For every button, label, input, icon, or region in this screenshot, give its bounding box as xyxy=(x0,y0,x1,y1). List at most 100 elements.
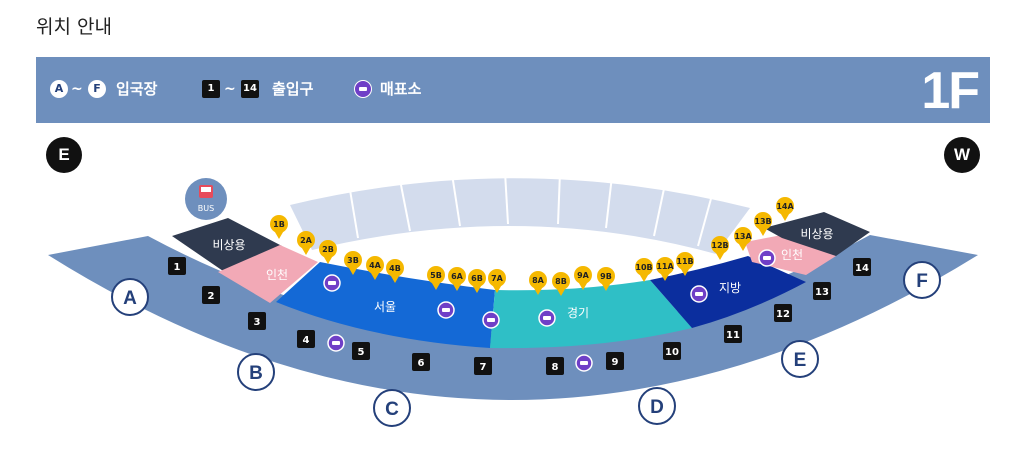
pin-label-11B: 11B xyxy=(676,257,693,266)
zone-label-emergency-left: 비상용 xyxy=(212,238,245,252)
exit-8: 8 xyxy=(546,357,564,375)
ticket-icon xyxy=(538,309,556,327)
zone-label-gyeonggi: 경기 xyxy=(567,306,589,320)
exit-label-3: 3 xyxy=(254,317,261,328)
pin-label-2A: 2A xyxy=(300,236,313,245)
pin-5B: 5B xyxy=(427,266,445,290)
legend-gate-to: F xyxy=(88,80,106,98)
pin-4B: 4B xyxy=(386,259,404,283)
pin-11B: 11B xyxy=(676,252,694,276)
gates: A B C D E F xyxy=(111,261,941,427)
exit-9: 9 xyxy=(606,352,624,370)
exit-label-8: 8 xyxy=(552,362,559,373)
direction-badge-east: W xyxy=(944,137,980,173)
exit-10: 10 xyxy=(663,342,681,360)
exit-label-1: 1 xyxy=(174,262,181,273)
pin-2B: 2B xyxy=(319,240,337,264)
pin-label-13A: 13A xyxy=(734,232,752,241)
exit-1: 1 xyxy=(168,257,186,275)
gate-A: A xyxy=(111,278,149,316)
pin-13B: 13B xyxy=(754,212,772,236)
pin-label-14A: 14A xyxy=(776,202,794,211)
pin-2A: 2A xyxy=(297,231,315,255)
ticket-icon xyxy=(327,334,345,352)
pin-label-13B: 13B xyxy=(754,217,771,226)
pin-label-8B: 8B xyxy=(555,277,567,286)
legend-exit-to: 14 xyxy=(241,80,259,98)
gate-label-F: F xyxy=(916,271,928,292)
direction-badge-west: E xyxy=(46,137,82,173)
ticket-icon xyxy=(437,301,455,319)
exit-label-9: 9 xyxy=(612,357,619,368)
pin-label-3B: 3B xyxy=(347,256,359,265)
exit-label-6: 6 xyxy=(418,358,425,369)
pin-label-4A: 4A xyxy=(369,261,382,270)
pin-label-7A: 7A xyxy=(491,274,504,283)
gate-label-B: B xyxy=(249,363,263,384)
pin-6A: 6A xyxy=(448,267,466,291)
pin-label-1B: 1B xyxy=(273,220,285,229)
gate-E: E xyxy=(781,340,819,378)
bus-icon xyxy=(199,185,213,198)
legend-exit-from: 1 xyxy=(202,80,220,98)
bus-label: BUS xyxy=(198,204,214,213)
legend-exit-label: 출입구 xyxy=(272,80,314,98)
legend-gate-label: 입국장 xyxy=(116,80,158,98)
exit-label-2: 2 xyxy=(208,291,215,302)
pin-label-8A: 8A xyxy=(532,276,545,285)
zone-incheon-left xyxy=(218,245,318,303)
gate-label-C: C xyxy=(385,399,399,420)
exit-2: 2 xyxy=(202,286,220,304)
exit-label-13: 13 xyxy=(815,287,829,298)
ticket-offices xyxy=(323,249,776,372)
pin-3B: 3B xyxy=(344,251,362,275)
zone-label-incheon-right: 인천 xyxy=(781,247,803,262)
legend-ticket-label: 매표소 xyxy=(380,80,422,98)
pin-label-10B: 10B xyxy=(635,263,652,272)
pin-9B: 9B xyxy=(597,267,615,291)
exit-13: 13 xyxy=(813,282,831,300)
pin-label-9B: 9B xyxy=(600,272,612,281)
exit-12: 12 xyxy=(774,304,792,322)
exit-11: 11 xyxy=(724,325,742,343)
pin-label-2B: 2B xyxy=(322,245,334,254)
exit-label-11: 11 xyxy=(726,330,740,341)
exit-5: 5 xyxy=(352,342,370,360)
ticket-icon xyxy=(575,354,593,372)
pin-label-6A: 6A xyxy=(451,272,464,281)
ticket-icon xyxy=(354,80,372,98)
page-title: 위치 안내 xyxy=(36,16,112,38)
pin-14A: 14A xyxy=(776,197,794,221)
legend-gate-from: A xyxy=(50,80,68,98)
pin-label-12B: 12B xyxy=(711,241,728,250)
exit-14: 14 xyxy=(853,258,871,276)
pin-10B: 10B xyxy=(635,258,653,282)
gate-D: D xyxy=(638,387,676,425)
pin-8A: 8A xyxy=(529,271,547,295)
pin-9A: 9A xyxy=(574,266,592,290)
ticket-icon xyxy=(323,274,341,292)
zone-jibang xyxy=(650,256,806,328)
ticket-icon xyxy=(690,285,708,303)
exit-label-14: 14 xyxy=(855,263,869,274)
zone-label-emergency-right: 비상용 xyxy=(800,227,833,241)
pin-13A: 13A xyxy=(734,227,752,251)
pin-4A: 4A xyxy=(366,256,384,280)
exit-label-5: 5 xyxy=(358,347,365,358)
exit-label-10: 10 xyxy=(665,347,679,358)
exit-label-7: 7 xyxy=(480,362,487,373)
ticket-icon xyxy=(482,311,500,329)
gate-B: B xyxy=(237,353,275,391)
exit-4: 4 xyxy=(297,330,315,348)
zone-emergency-right xyxy=(764,212,870,256)
gate-F: F xyxy=(903,261,941,299)
pin-8B: 8B xyxy=(552,272,570,296)
legend-exit-tilde: ~ xyxy=(224,81,236,97)
pin-label-11A: 11A xyxy=(656,262,674,271)
pin-label-9A: 9A xyxy=(577,271,590,280)
floor-label: 1F xyxy=(921,62,980,120)
pin-label-4B: 4B xyxy=(389,264,401,273)
pin-12B: 12B xyxy=(711,236,729,260)
